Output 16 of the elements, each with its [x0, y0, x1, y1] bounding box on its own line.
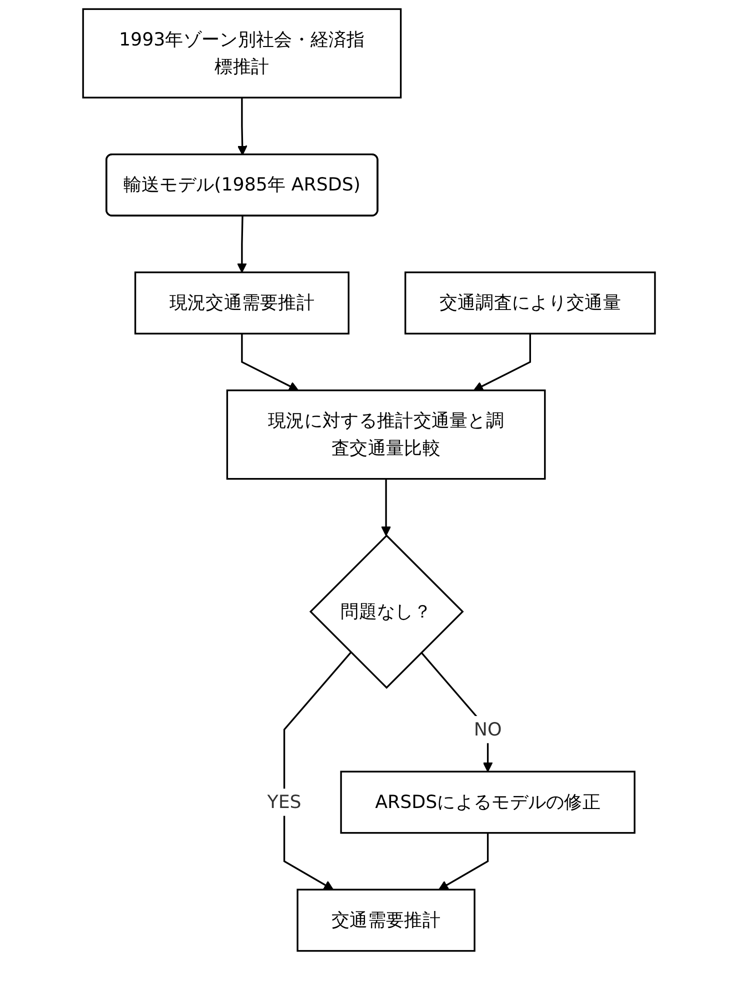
- node-box: 交通需要推計: [297, 888, 476, 952]
- node-diamond: 問題なし？: [310, 534, 464, 689]
- node-box: 1993年ゾーン別社会・経済指標推計: [82, 8, 402, 98]
- arrow: [474, 334, 532, 391]
- arrow: [284, 652, 352, 890]
- edge-label: YES: [268, 790, 302, 812]
- node-box: 現況交通需要推計: [134, 271, 350, 334]
- node-box: ARSDSによるモデルの修正: [340, 770, 636, 834]
- arrow: [382, 478, 392, 536]
- edge-label: NO: [474, 718, 502, 740]
- arrow: [238, 98, 248, 156]
- arrow: [438, 832, 490, 890]
- node-box: 交通調査により交通量: [404, 271, 656, 334]
- arrow: [242, 334, 300, 391]
- arrow: [237, 216, 248, 273]
- node-box: 現況に対する推計交通量と調査交通量比較: [226, 390, 546, 480]
